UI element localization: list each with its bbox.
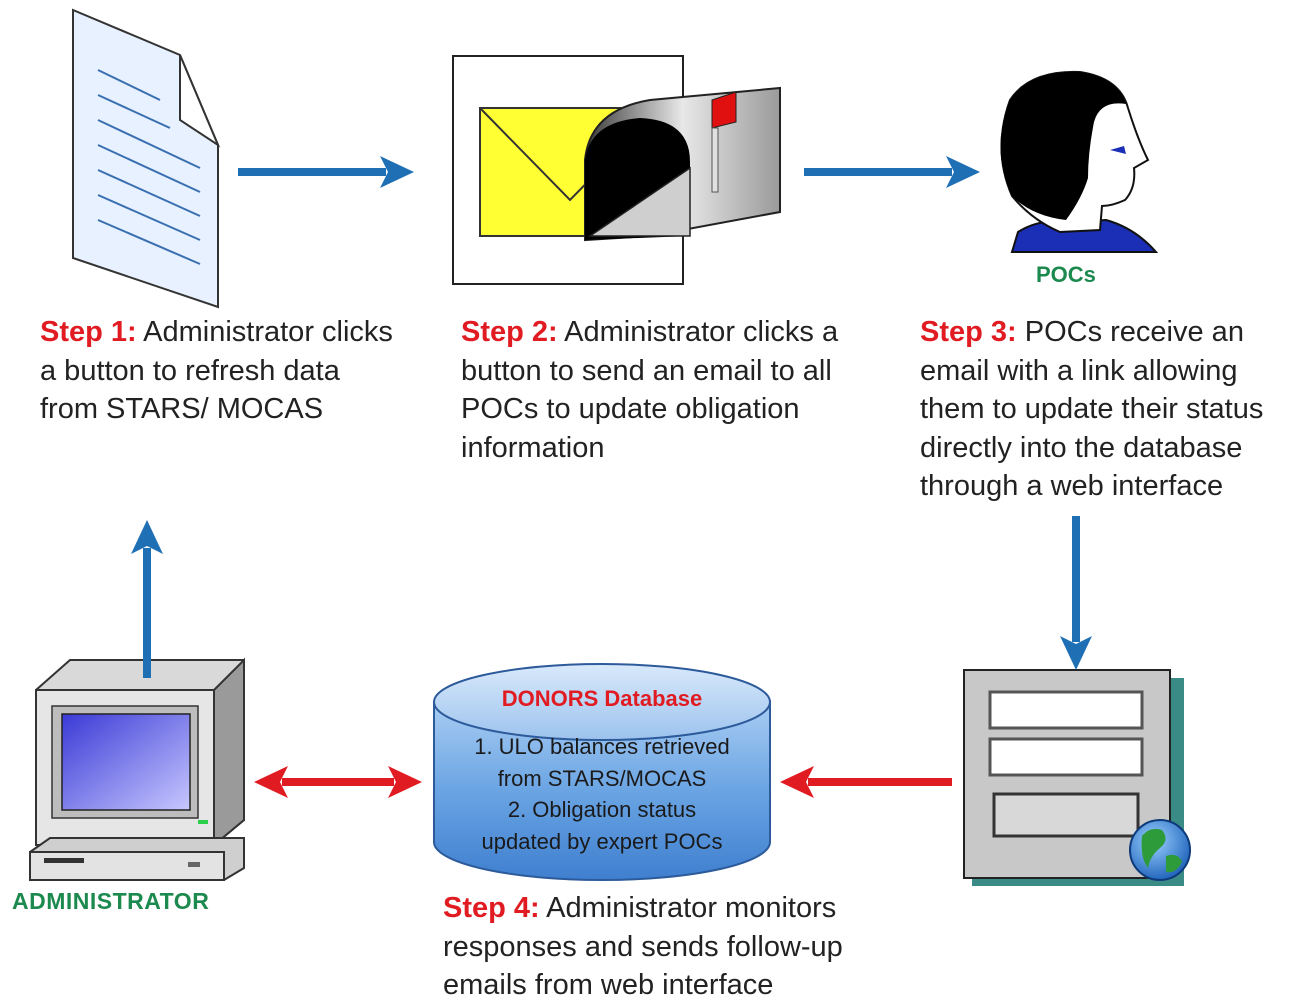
arrow-doc-to-mail — [238, 156, 414, 188]
arrow-admin-to-step1 — [131, 520, 163, 678]
step-4-label: Step 4: — [443, 892, 540, 924]
globe-icon — [1129, 819, 1191, 881]
step-4-text: Step 4: Administrator monitors responses… — [443, 889, 888, 1001]
step-1-text: Step 1: Administrator clicks a button to… — [40, 313, 400, 429]
database-description: 1. ULO balances retrieved from STARS/MOC… — [434, 731, 770, 857]
document-icon — [72, 8, 221, 309]
arrow-mail-to-pocs — [804, 156, 980, 188]
pocs-caption: POCs — [1036, 262, 1096, 287]
step-3-label: Step 3: — [920, 316, 1017, 348]
step-4-description: Administrator monitors responses and sen… — [443, 892, 843, 1001]
computer-icon — [29, 657, 245, 881]
database-line-1: 1. ULO balances retrieved — [474, 734, 730, 759]
step-3-text: Step 3: POCs receive an email with a lin… — [920, 313, 1302, 506]
step-3-description: POCs receive an email with a link allowi… — [920, 316, 1264, 502]
step-2-label: Step 2: — [461, 316, 558, 348]
database-line-2: from STARS/MOCAS — [497, 765, 707, 791]
mailbox-icon — [452, 55, 781, 285]
step-2-description: Administrator clicks a button to send an… — [461, 316, 839, 464]
arrow-admin-database-bidirectional — [254, 766, 422, 798]
database-icon — [433, 663, 771, 881]
database-line-3: 2. Obligation status — [507, 797, 697, 822]
database-title: DONORS Database — [501, 686, 703, 711]
database-line-4: updated by expert POCs — [481, 828, 723, 854]
person-icon — [1000, 70, 1159, 253]
step-1-label: Step 1: — [40, 316, 137, 348]
step-2-text: Step 2: Administrator clicks a button to… — [461, 313, 886, 467]
arrow-pocs-to-webform — [1060, 516, 1092, 670]
administrator-caption: ADMINISTRATOR — [12, 888, 210, 914]
arrow-webform-to-database — [780, 766, 952, 798]
step-1-description: Administrator clicks a button to refresh… — [40, 316, 393, 425]
